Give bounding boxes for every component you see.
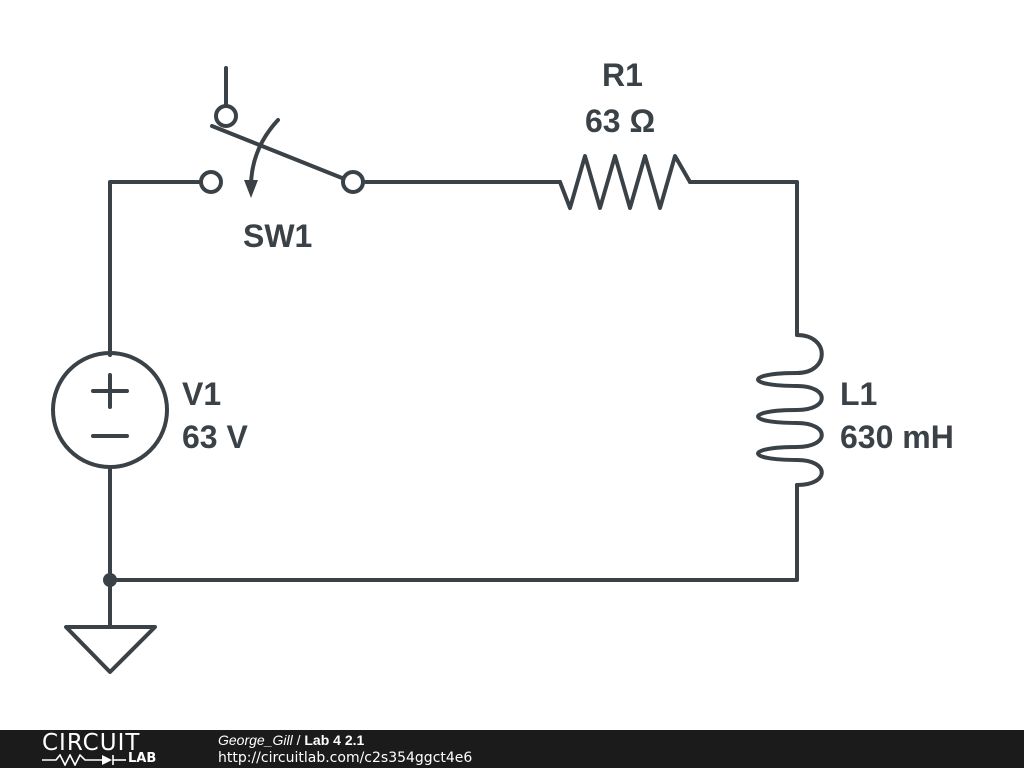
switch-left-terminal — [199, 170, 223, 194]
inductor-l1-coil — [756, 333, 824, 487]
switch-sw1 — [199, 66, 365, 198]
circuit-title-link[interactable]: Lab 4 2.1 — [304, 732, 365, 748]
circuit-schematic: SW1 R1 63 Ω V1 63 V L1 630 mH — [51, 57, 954, 674]
switch-actuator-terminal — [214, 104, 238, 128]
switch-right-terminal — [341, 170, 365, 194]
circuitlab-logo[interactable]: CIRCUIT LAB — [40, 730, 180, 768]
separator: / — [292, 732, 305, 748]
resistor-designator: R1 — [602, 57, 643, 93]
ground-junction-dot — [103, 573, 117, 587]
switch-blade — [210, 124, 344, 180]
resistor-value: 63 Ω — [585, 103, 655, 139]
wire-resistor-inductor — [688, 180, 799, 337]
ground-symbol — [64, 625, 157, 674]
voltage-source-v1 — [51, 351, 169, 469]
resistor-r1-zigzag — [558, 154, 692, 210]
inductor-value: 630 mH — [840, 419, 954, 455]
source-circle — [51, 351, 169, 469]
switch-motion-arrow — [248, 118, 280, 192]
logo-text-lab: LAB — [128, 751, 157, 766]
author-link[interactable]: George_Gill — [218, 732, 293, 748]
author-title-line: George_Gill / Lab 4 2.1 — [218, 731, 472, 749]
circuit-url-link[interactable]: http://circuitlab.com/c2s354ggct4e6 — [218, 750, 473, 766]
logo-resistor-icon — [42, 754, 126, 766]
circuit-meta: George_Gill / Lab 4 2.1 http://circuitla… — [218, 731, 472, 767]
footer-bar: CIRCUIT LAB George_Gill / Lab 4 2.1 http… — [0, 730, 1024, 768]
logo-text-circuit: CIRCUIT — [42, 730, 141, 756]
switch-arrow-head — [244, 180, 258, 198]
source-designator: V1 — [182, 376, 221, 412]
wire-left-top — [108, 180, 202, 357]
source-value: 63 V — [182, 419, 248, 455]
switch-designator: SW1 — [243, 218, 312, 254]
wire-inductor-bottom — [108, 483, 799, 582]
inductor-designator: L1 — [840, 376, 877, 412]
